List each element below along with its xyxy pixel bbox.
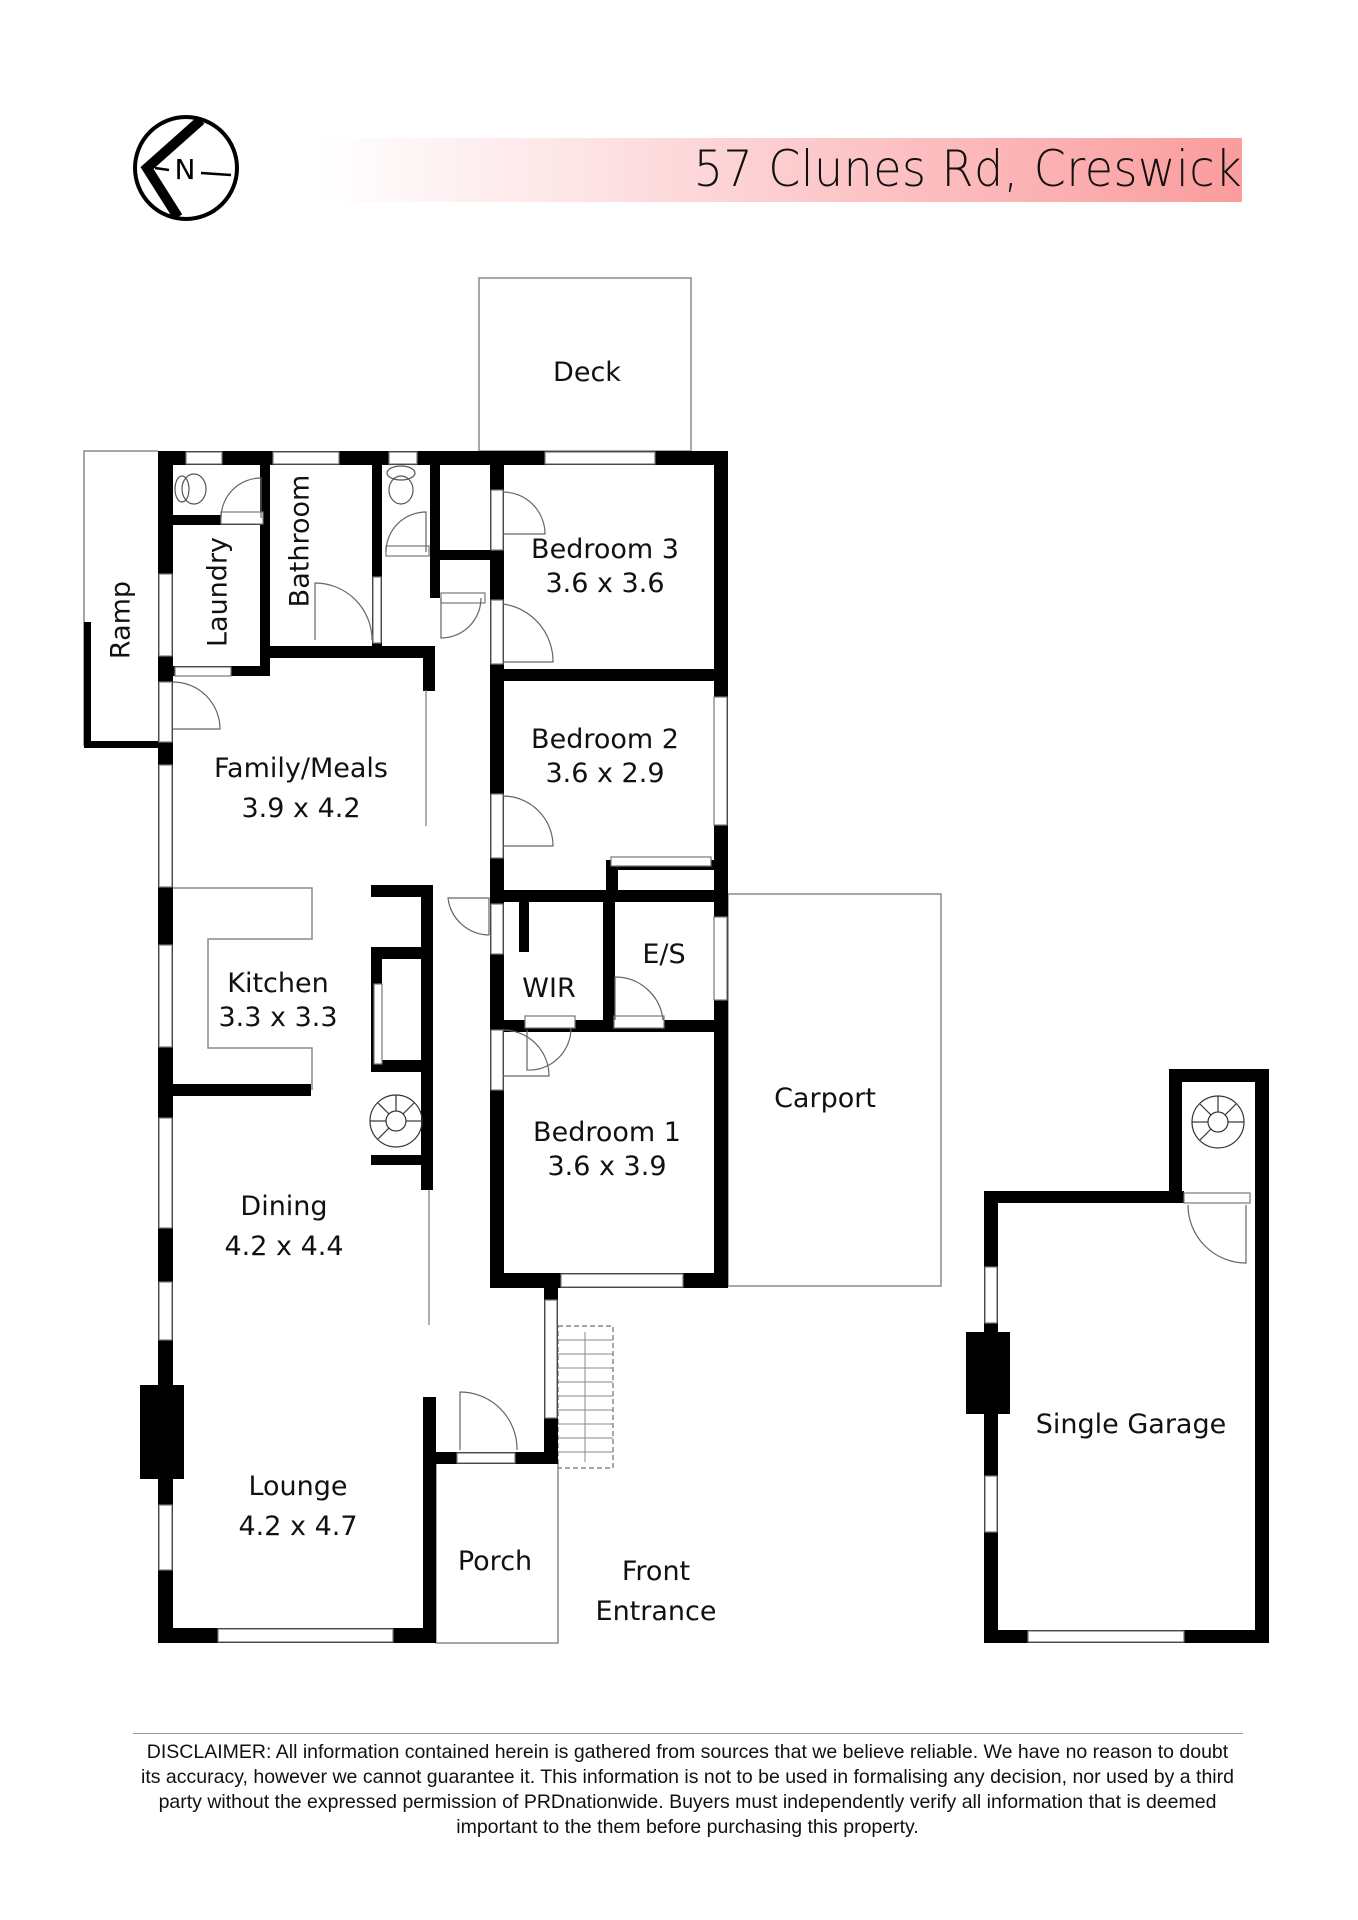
- room-bedroom-1: Bedroom 1 3.6 x 3.9: [533, 1116, 681, 1184]
- room-name: Entrance: [595, 1596, 717, 1627]
- room-porch: Porch: [458, 1545, 532, 1579]
- room-name: Bedroom 2: [531, 724, 679, 755]
- room-size: 3.3 x 3.3: [218, 1002, 338, 1033]
- room-size: 4.2 x 4.7: [238, 1511, 358, 1542]
- room-name: Lounge: [248, 1471, 348, 1502]
- north-arrow-icon: N: [133, 115, 239, 221]
- room-size: 4.2 x 4.4: [224, 1231, 344, 1262]
- room-size: 3.9 x 4.2: [241, 793, 361, 824]
- room-name: Bedroom 3: [531, 534, 679, 565]
- kitchen-bench: [173, 887, 313, 1090]
- room-name: Deck: [553, 357, 621, 388]
- svg-text:N: N: [175, 153, 196, 186]
- room-name: Carport: [774, 1083, 876, 1114]
- room-size: 3.6 x 3.6: [545, 568, 665, 599]
- room-name: Dining: [240, 1191, 328, 1222]
- room-name: Single Garage: [1035, 1409, 1227, 1440]
- footer-divider: [133, 1733, 1243, 1734]
- room-lounge: Lounge 4.2 x 4.7: [238, 1467, 357, 1547]
- toilet-icons: [174, 465, 416, 505]
- title-banner: [320, 138, 1242, 202]
- room-name: Ramp: [105, 580, 137, 660]
- room-laundry: Laundry: [203, 537, 234, 647]
- room-name: Bedroom 1: [533, 1117, 681, 1148]
- room-bathroom: Bathroom: [285, 475, 316, 608]
- room-name: Bathroom: [284, 474, 316, 608]
- front-steps-treads: [558, 1332, 613, 1462]
- room-single-garage: Single Garage: [1036, 1408, 1226, 1442]
- disclaimer-text: DISCLAIMER: All information contained he…: [141, 1741, 1234, 1838]
- room-ramp: Ramp: [106, 581, 137, 659]
- room-size: 3.6 x 3.9: [547, 1151, 667, 1182]
- room-wir: WIR: [522, 972, 575, 1006]
- sliding-doors: [425, 690, 430, 1325]
- room-name: E/S: [642, 939, 686, 970]
- room-bedroom-2: Bedroom 2 3.6 x 2.9: [531, 723, 679, 791]
- windows: [158, 451, 1251, 1643]
- room-deck: Deck: [553, 356, 621, 390]
- outdoor-outlines: [83, 277, 942, 1644]
- property-address-title: 57 Clunes Rd, Creswick: [693, 140, 1242, 198]
- room-ensuite: E/S: [642, 938, 685, 972]
- walls: [84, 451, 1269, 1643]
- room-bedroom-3: Bedroom 3 3.6 x 3.6: [531, 533, 679, 601]
- room-size: 3.6 x 2.9: [545, 758, 665, 789]
- room-name: Family/Meals: [214, 753, 388, 784]
- room-dining: Dining 4.2 x 4.4: [224, 1187, 343, 1267]
- room-name: Kitchen: [227, 968, 329, 999]
- room-name: WIR: [522, 973, 576, 1004]
- room-name: Porch: [457, 1546, 533, 1577]
- room-front-entrance: Front Entrance: [596, 1552, 717, 1632]
- room-name: Laundry: [202, 536, 234, 648]
- room-kitchen: Kitchen 3.3 x 3.3: [218, 967, 337, 1035]
- spiral-stair-icons: [369, 1094, 1245, 1149]
- room-name: Front: [621, 1556, 691, 1587]
- door-swings: [172, 477, 1247, 1451]
- room-carport: Carport: [774, 1082, 876, 1116]
- room-family-meals: Family/Meals 3.9 x 4.2: [214, 749, 388, 829]
